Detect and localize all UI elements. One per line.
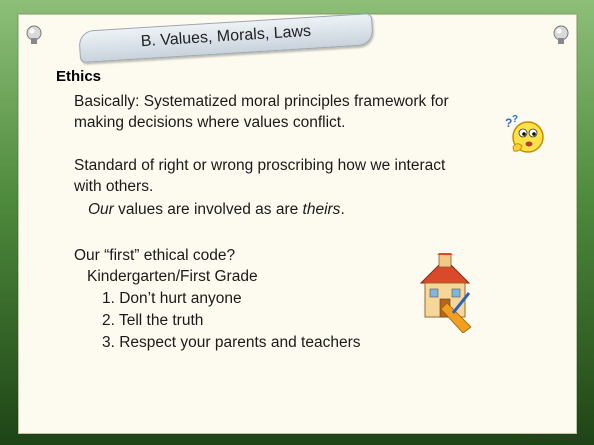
section-tab: B. Values, Morals, Laws bbox=[78, 13, 374, 63]
first-code-question: Our “first” ethical code? bbox=[74, 247, 236, 264]
pushpin-icon bbox=[26, 25, 42, 44]
values-note-theirs: theirs bbox=[302, 201, 341, 218]
first-code-context: Kindergarten/First Grade bbox=[87, 268, 258, 285]
values-note-middle: values are involved as are bbox=[113, 201, 303, 218]
rule-item: 2. Tell the truth bbox=[102, 312, 204, 329]
rule-item: 1. Don’t hurt anyone bbox=[102, 290, 242, 307]
standard-line-1: Standard of right or wrong proscribing h… bbox=[74, 157, 446, 174]
content-panel: B. Values, Morals, Laws Ethics Basically… bbox=[18, 13, 577, 434]
thinking-face-icon: ? ? bbox=[505, 114, 544, 153]
values-note: Our values are involved as are theirs. bbox=[88, 200, 345, 220]
page-title: Ethics bbox=[56, 68, 102, 85]
pushpin-icon bbox=[553, 25, 569, 44]
svg-text:?: ? bbox=[512, 114, 518, 125]
rule-item: 3. Respect your parents and teachers bbox=[102, 334, 361, 351]
schoolhouse-bell-icon bbox=[419, 253, 472, 333]
svg-text:?: ? bbox=[505, 116, 512, 130]
copyright-note: © 2022 Jerry Mahun bbox=[524, 433, 588, 442]
definition-line-2: making decisions where values conflict. bbox=[74, 114, 346, 131]
section-tab-label: B. Values, Morals, Laws bbox=[140, 22, 312, 51]
standard-line-2: with others. bbox=[74, 178, 154, 195]
definition-line-1: Basically: Systematized moral principles… bbox=[74, 93, 449, 110]
values-note-end: . bbox=[340, 201, 345, 218]
values-note-our: Our bbox=[88, 201, 114, 218]
